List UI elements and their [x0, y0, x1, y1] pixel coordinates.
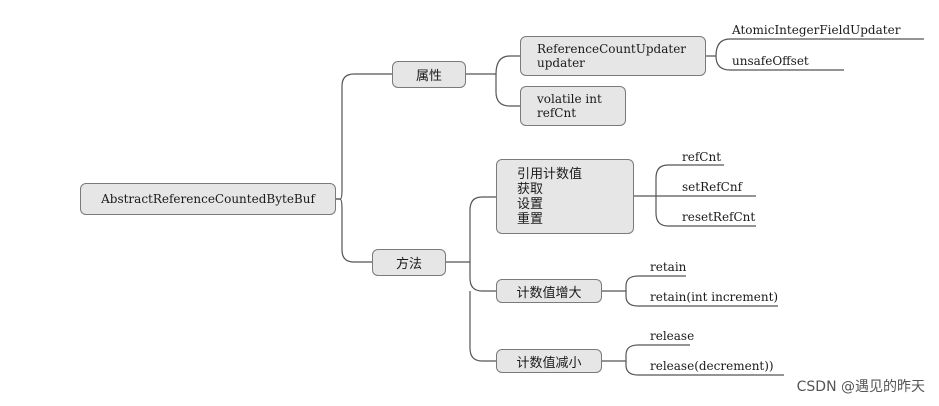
connector-decrease-leaf1: [602, 344, 690, 362]
watermark: CSDN @遇见的昨天: [796, 379, 925, 395]
updater-line-2: updater: [537, 56, 585, 70]
decrease-label: 计数值减小: [516, 355, 582, 371]
refcnt-group-line-3: 设置: [517, 196, 544, 212]
leaf-retain: retain: [650, 260, 687, 274]
leaf-resetrefcnt: resetRefCnt: [682, 210, 756, 224]
methods-label: 方法: [395, 257, 422, 272]
attributes-label: 属性: [415, 69, 442, 84]
leaf-setrefcnf: setRefCnf: [682, 180, 743, 194]
root-node: AbstractReferenceCountedByteBuf: [80, 183, 336, 215]
connector-updater-leaf2: [715, 55, 844, 71]
refcnt-field-line-1: volatile int: [537, 92, 602, 106]
decrease-node: 计数值减小: [496, 349, 602, 373]
refcnt-group-node: 引用计数值 获取 设置 重置: [496, 159, 634, 234]
connector-increase-leaf2: [625, 291, 778, 307]
root-label: AbstractReferenceCountedByteBuf: [101, 192, 315, 206]
methods-node: 方法: [372, 249, 446, 276]
attributes-node: 属性: [392, 61, 466, 88]
refcnt-group-line-2: 获取: [517, 181, 544, 197]
updater-node: ReferenceCountUpdater updater: [520, 36, 706, 76]
updater-line-1: ReferenceCountUpdater: [537, 42, 687, 56]
connector-decrease-leaf2: [625, 361, 784, 376]
refcnt-field-node: volatile int refCnt: [520, 86, 626, 126]
connector-updater-leaves: [706, 38, 924, 57]
connector-attr-refcnt: [495, 74, 520, 107]
leaf-unsafe-offset: unsafeOffset: [732, 54, 809, 68]
leaf-retain-increment: retain(int increment): [650, 290, 779, 304]
leaf-release-decrement: release(decrement)): [650, 359, 774, 373]
connector-methods-groups: [446, 196, 496, 263]
refcnt-group-line-1: 引用计数值: [517, 166, 583, 182]
connector-refcnt-leaf3: [655, 196, 756, 227]
connector-root-methods: [336, 198, 372, 263]
refcnt-group-line-4: 重置: [517, 211, 544, 227]
connector-increase-leaf1: [602, 275, 686, 292]
increase-node: 计数值增大: [496, 279, 602, 303]
increase-label: 计数值增大: [516, 285, 582, 301]
connector-methods-decrease: [469, 291, 496, 362]
leaf-release: release: [650, 329, 695, 343]
connector-methods-increase: [469, 262, 496, 292]
connector-attr-updater: [466, 55, 520, 75]
leaf-atomic-updater: AtomicIntegerFieldUpdater: [732, 23, 901, 37]
connector-refcnt-leaf1: [634, 164, 724, 197]
connector-root-attributes: [336, 73, 392, 200]
refcnt-field-line-2: refCnt: [537, 106, 577, 120]
leaf-refcnt: refCnt: [682, 150, 722, 164]
